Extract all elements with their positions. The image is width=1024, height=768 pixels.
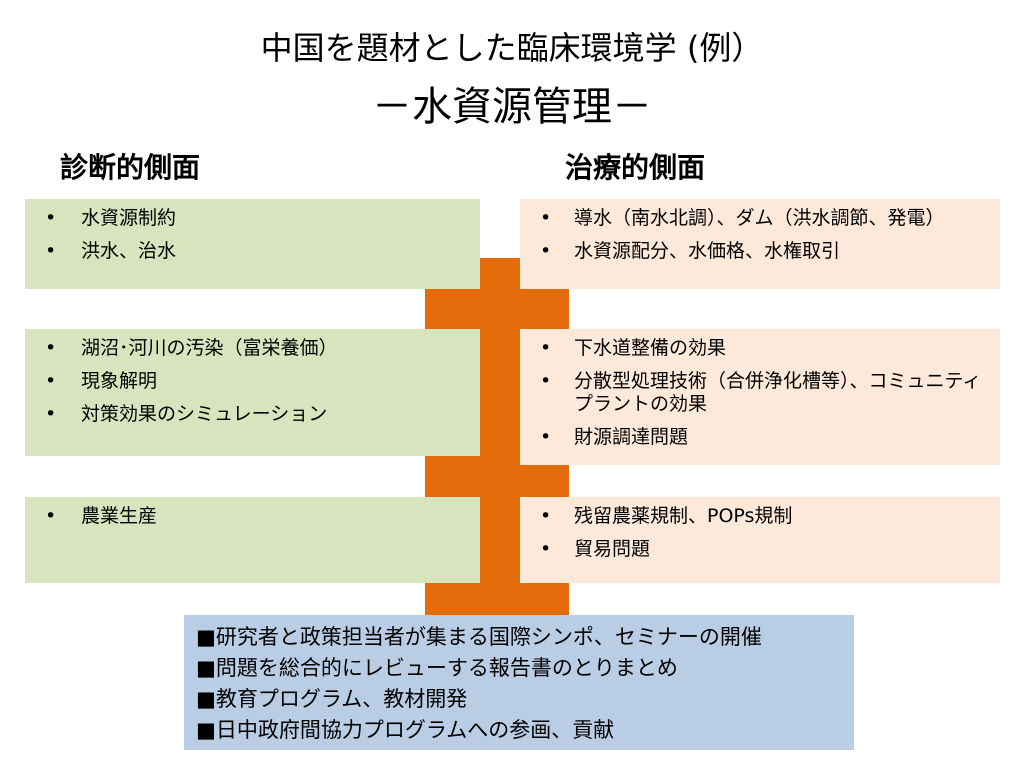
list-item: • 導水（南水北調）、ダム（洪水調節、発電） [534,207,988,230]
list-item-text: 財源調達問題 [574,426,689,448]
slide-subtitle: －水資源管理－ [372,84,652,130]
list-item: • 現象解明 [39,370,468,393]
bullet-icon: • [540,505,552,527]
bullet-icon: • [540,426,552,448]
diagnostic-box: • 湖沼･河川の汚染（富栄養価） • 現象解明 • 対策効果のシミュレーション [25,329,480,456]
bullet-icon: • [45,207,57,229]
list-item-text: 分散型処理技術（合併浄化槽等）、コミュニティプラントの効果 [574,370,982,415]
list-item-text: 下水道整備の効果 [574,337,727,359]
bullet-icon: • [45,370,57,392]
list-item: • 貿易問題 [534,538,988,561]
list-item-text: 湖沼･河川の汚染（富栄養価） [81,337,338,359]
treatment-box: • 残留農薬規制、POPs規制 • 貿易問題 [520,497,1000,583]
treatment-heading: 治療的側面 [565,151,706,184]
list-item: • 下水道整備の効果 [534,337,988,360]
list-item: • 水資源制約 [39,207,468,230]
list-item: • 残留農薬規制、POPs規制 [534,505,988,528]
list-item-text: 水資源配分、水価格、水権取引 [574,240,841,262]
bullet-icon: • [540,538,552,560]
list-item-text: 農業生産 [81,505,158,527]
list-item-text: 残留農薬規制、POPs規制 [574,505,793,527]
list-item: • 分散型処理技術（合併浄化槽等）、コミュニティプラントの効果 [534,370,988,416]
bullet-icon: • [540,370,552,392]
bullet-icon: • [540,240,552,262]
activity-item: ■日中政府間協力プログラムへの参画、貢献 [196,718,615,742]
diagnostic-box: • 水資源制約 • 洪水、治水 [25,199,480,289]
bullet-icon: • [45,240,57,262]
diagnostic-box: • 農業生産 [25,497,480,583]
list-item: • 農業生産 [39,505,468,528]
activity-item: ■問題を総合的にレビューする報告書のとりまとめ [196,656,678,680]
bullet-icon: • [45,403,57,425]
list-item-text: 水資源制約 [81,207,177,229]
list-item: • 対策効果のシミュレーション [39,403,468,426]
list-item-text: 導水（南水北調）、ダム（洪水調節、発電） [574,207,945,229]
bullet-icon: • [45,505,57,527]
list-item-text: 洪水、治水 [81,240,177,262]
bullet-icon: • [540,337,552,359]
list-item: • 湖沼･河川の汚染（富栄養価） [39,337,468,360]
treatment-box: • 下水道整備の効果 • 分散型処理技術（合併浄化槽等）、コミュニティプラントの効果… [520,329,1000,465]
list-item: • 水資源配分、水価格、水権取引 [534,240,988,263]
bullet-icon: • [45,337,57,359]
list-item: • 財源調達問題 [534,426,988,449]
list-item-text: 貿易問題 [574,538,651,560]
treatment-box: • 導水（南水北調）、ダム（洪水調節、発電） • 水資源配分、水価格、水権取引 [520,199,1000,289]
list-item: • 洪水、治水 [39,240,468,263]
activity-item: ■教育プログラム、教材開発 [196,687,468,711]
activity-item: ■研究者と政策担当者が集まる国際シンポ、セミナーの開催 [196,625,762,649]
list-item-text: 現象解明 [81,370,158,392]
slide-title: 中国を題材とした臨床環境学 (例） [260,29,764,67]
diagnostic-heading: 診断的側面 [60,151,201,184]
activities-box: ■研究者と政策担当者が集まる国際シンポ、セミナーの開催 ■問題を総合的にレビュー… [184,615,854,750]
bullet-icon: • [540,207,552,229]
list-item-text: 対策効果のシミュレーション [81,403,328,425]
